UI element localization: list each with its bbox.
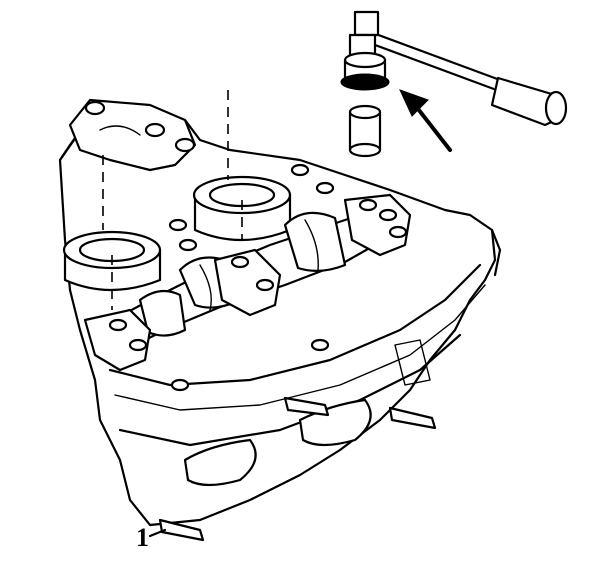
socket-tool — [340, 51, 390, 158]
direction-arrow-icon — [399, 89, 452, 152]
spark-plug-bore-1 — [62, 230, 162, 310]
spark-plug-bore-2 — [192, 90, 292, 242]
exhaust-ports — [183, 339, 431, 487]
callout-1: 1 — [136, 523, 149, 552]
torque-wrench-icon — [348, 10, 568, 127]
exhaust-studs — [158, 396, 437, 542]
bearing-cap-middle — [213, 248, 282, 317]
bearing-cap-rear-right — [343, 193, 412, 257]
bearing-cap-rear — [68, 98, 197, 172]
head-bolts — [168, 163, 335, 392]
bearing-cap-front — [83, 308, 152, 372]
